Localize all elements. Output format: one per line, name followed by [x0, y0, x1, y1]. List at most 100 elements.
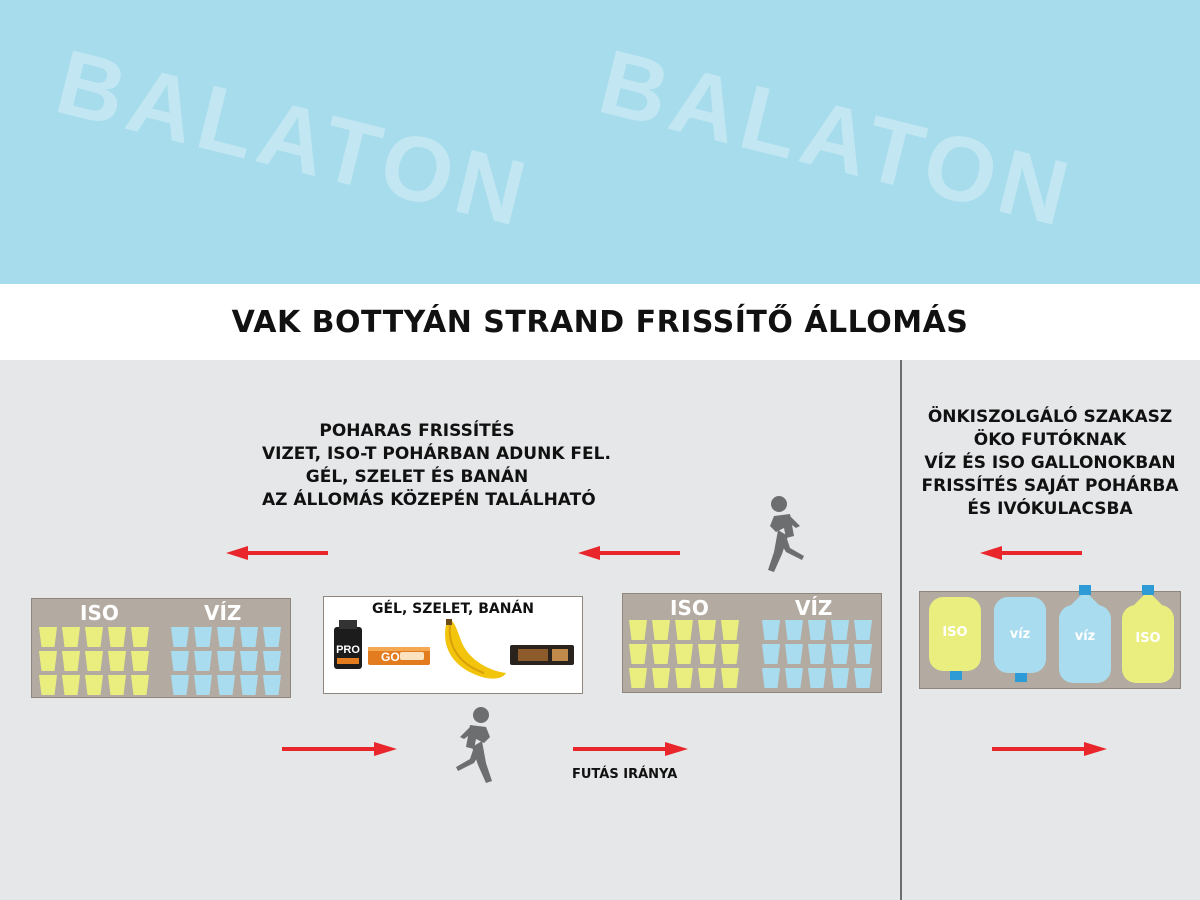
water-cup-icon [831, 644, 849, 664]
watermark-balaton-left: BALATON [47, 30, 541, 247]
water-cup-icon [854, 620, 872, 640]
water-cup-icon [263, 627, 281, 647]
arrow-right-icon [573, 742, 688, 756]
iso-cup-icon [698, 644, 716, 664]
food-table: GÉL, SZELET, BANÁN PRO GO [323, 596, 583, 694]
energy-bar-text: GO [381, 650, 400, 664]
arrow-left-icon [578, 546, 680, 560]
iso-cup-icon [85, 651, 103, 671]
cup-station-right: ISO VÍZ [622, 593, 882, 693]
self-service-info: ÖNKISZOLGÁLÓ SZAKASZ ÖKO FUTÓKNAK VÍZ ÉS… [915, 406, 1185, 521]
iso-cup-icon [675, 620, 693, 640]
gallon-label: víz [1074, 629, 1096, 644]
gallon-label: ISO [942, 625, 968, 640]
info-line: VIZET, ISO-T POHÁRBAN ADUNK FEL. [262, 444, 611, 464]
info-line: ÖNKISZOLGÁLÓ SZAKASZ [927, 407, 1173, 427]
iso-cup-icon [108, 675, 126, 695]
gel-pack-text: PRO [336, 644, 360, 656]
water-cup-icon [263, 675, 281, 695]
iso-gallon-icon [929, 597, 981, 680]
section-divider [900, 360, 902, 900]
cup-station-left: ISO VÍZ [31, 598, 291, 698]
water-cup-icon [762, 620, 780, 640]
iso-cup-icon [652, 620, 670, 640]
arrow-right-icon [282, 742, 397, 756]
info-line: FRISSÍTÉS SAJÁT POHÁRBA [921, 476, 1179, 496]
water-label: VÍZ [204, 601, 242, 625]
water-cup-icon [808, 668, 826, 688]
arrow-left-icon [226, 546, 328, 560]
iso-cup-icon [131, 627, 149, 647]
iso-cup-icon [131, 675, 149, 695]
iso-cup-icon [629, 620, 647, 640]
iso-cup-icon [698, 620, 716, 640]
iso-cup-icon [85, 627, 103, 647]
water-cup-icon [831, 620, 849, 640]
water-cup-icon [194, 651, 212, 671]
iso-gallon-icon [1122, 585, 1174, 683]
water-cup-icon [831, 668, 849, 688]
water-cup-icon [785, 644, 803, 664]
food-table-label: GÉL, SZELET, BANÁN [372, 601, 534, 617]
water-cup-icon [240, 651, 258, 671]
iso-cup-icon [721, 620, 739, 640]
info-line: GÉL, SZELET ÉS BANÁN [305, 467, 529, 487]
water-cup-grid [762, 620, 872, 688]
iso-cup-icon [62, 627, 80, 647]
iso-cup-icon [721, 644, 739, 664]
water-cup-icon [171, 675, 189, 695]
gallon-group: ISO víz víz ISO [919, 585, 1181, 689]
water-cup-icon [240, 675, 258, 695]
water-cup-icon [808, 644, 826, 664]
iso-cup-icon [62, 675, 80, 695]
iso-cup-icon [85, 675, 103, 695]
info-line: VÍZ ÉS ISO GALLONOKBAN [924, 453, 1176, 473]
info-line: ÖKO FUTÓKNAK [973, 430, 1127, 450]
water-cup-icon [762, 644, 780, 664]
water-cup-icon [217, 627, 235, 647]
iso-cup-icon [39, 651, 57, 671]
iso-cup-icon [698, 668, 716, 688]
water-cup-icon [194, 627, 212, 647]
iso-cup-icon [675, 644, 693, 664]
water-cup-icon [854, 668, 872, 688]
info-line: ÉS IVÓKULACSBA [967, 499, 1133, 519]
watermark-balaton-right: BALATON [590, 30, 1084, 247]
water-cup-icon [194, 675, 212, 695]
page-title: VAK BOTTYÁN STRAND FRISSÍTŐ ÁLLOMÁS [231, 304, 969, 340]
gallon-label: víz [1009, 627, 1031, 642]
gallon-label: ISO [1135, 631, 1161, 646]
title-bar: VAK BOTTYÁN STRAND FRISSÍTŐ ÁLLOMÁS [0, 284, 1200, 360]
iso-cup-icon [108, 651, 126, 671]
running-direction-label: FUTÁS IRÁNYA [572, 767, 678, 782]
water-cup-icon [217, 651, 235, 671]
food-items: PRO GO [334, 619, 574, 679]
water-cup-icon [171, 627, 189, 647]
iso-cup-icon [629, 668, 647, 688]
info-line: AZ ÁLLOMÁS KÖZEPÉN TALÁLHATÓ [262, 490, 596, 510]
iso-cup-grid [39, 627, 149, 695]
lake-area: BALATON BALATON [0, 0, 1200, 284]
iso-cup-icon [629, 644, 647, 664]
water-gallon-icon [1059, 585, 1111, 683]
energy-bar-icon: GO [368, 647, 430, 665]
water-cup-icon [171, 651, 189, 671]
water-cup-icon [785, 668, 803, 688]
water-cup-icon [217, 675, 235, 695]
gel-pack-icon: PRO [334, 620, 362, 669]
runner-icon [768, 496, 804, 572]
iso-label: ISO [670, 596, 709, 620]
iso-cup-icon [39, 675, 57, 695]
iso-cup-icon [652, 644, 670, 664]
cup-section-info: POHARAS FRISSÍTÉS VIZET, ISO-T POHÁRBAN … [262, 420, 611, 512]
iso-label: ISO [80, 601, 119, 625]
water-label: VÍZ [795, 596, 833, 620]
info-line: POHARAS FRISSÍTÉS [319, 421, 515, 441]
iso-cup-icon [131, 651, 149, 671]
water-cup-icon [785, 620, 803, 640]
water-cup-icon [240, 627, 258, 647]
iso-cup-grid [629, 620, 739, 688]
water-cup-icon [762, 668, 780, 688]
iso-cup-icon [39, 627, 57, 647]
iso-cup-icon [721, 668, 739, 688]
